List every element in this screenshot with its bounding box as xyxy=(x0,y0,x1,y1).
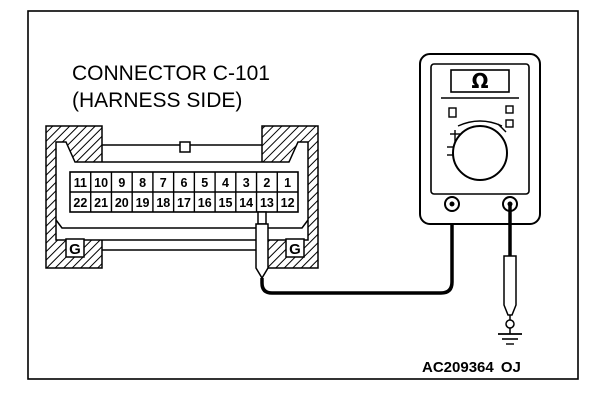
figure-code: AC209364 OJ xyxy=(422,359,521,376)
figure-code-suffix: OJ xyxy=(501,359,521,376)
test-lead-positive xyxy=(260,204,454,295)
connector-pin-9: 9 xyxy=(118,176,125,190)
connector-pin-2: 2 xyxy=(263,176,270,190)
ground-mark-left xyxy=(65,238,85,258)
connector-pin-7: 7 xyxy=(160,176,167,190)
ground-probe xyxy=(503,255,517,328)
meter-display xyxy=(450,69,510,93)
connector-pin-17: 17 xyxy=(177,196,191,210)
connector-pin-6: 6 xyxy=(181,176,188,190)
connector-pin-20: 20 xyxy=(115,196,129,210)
ohmmeter-icon: Ω xyxy=(419,53,541,225)
connector-subtitle: (HARNESS SIDE) xyxy=(72,89,242,112)
connector-pin-14: 14 xyxy=(239,196,253,210)
figure-frame xyxy=(27,10,579,380)
connector-pin-19: 19 xyxy=(136,196,150,210)
figure-code-number: AC209364 xyxy=(422,359,494,376)
ground-mark-right-label: G xyxy=(289,241,301,258)
connector-pin-4: 4 xyxy=(222,176,229,190)
connector-latch xyxy=(179,141,191,153)
connector-pin-3: 3 xyxy=(243,176,250,190)
meter-button-right-top xyxy=(505,105,514,114)
connector-pin-13: 13 xyxy=(260,196,274,210)
meter-button-right-bottom xyxy=(505,119,514,128)
connector-title: CONNECTOR C-101 xyxy=(72,62,270,85)
connector-pin-16: 16 xyxy=(198,196,212,210)
probe-icon xyxy=(255,211,269,280)
connector-pin-8: 8 xyxy=(139,176,146,190)
connector-pin-12: 12 xyxy=(281,196,295,210)
ground-icon xyxy=(498,319,522,345)
connector-pin-10: 10 xyxy=(94,176,108,190)
meter-display-symbol: Ω xyxy=(471,69,488,93)
meter-selector-dial xyxy=(452,125,508,181)
connector-pin-22: 22 xyxy=(73,196,87,210)
ground-mark-left-label: G xyxy=(69,241,81,258)
connector-pin-1: 1 xyxy=(284,176,291,190)
connector-pin-18: 18 xyxy=(156,196,170,210)
ground-mark-right xyxy=(285,238,305,258)
meter-button-left xyxy=(448,107,457,118)
connector-pin-5: 5 xyxy=(201,176,208,190)
connector-pin-11: 11 xyxy=(74,176,87,190)
connector-pin-15: 15 xyxy=(219,196,233,210)
connector-pin-21: 21 xyxy=(94,196,108,210)
